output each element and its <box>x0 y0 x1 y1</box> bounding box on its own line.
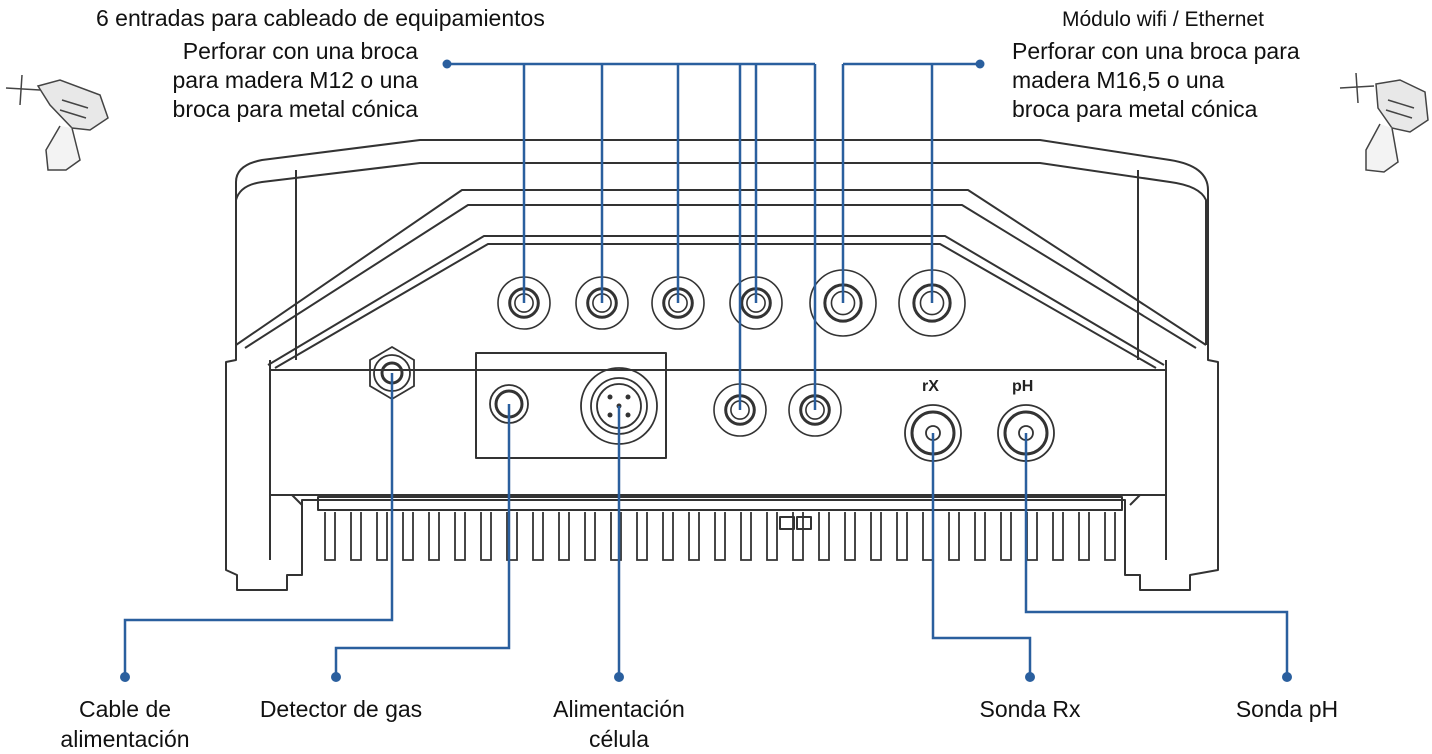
heatsink-fin <box>818 512 830 561</box>
port-tag-ph: pH <box>1012 378 1034 395</box>
heatsink-fin <box>688 512 700 561</box>
label-rx-probe: Sonda Rx <box>979 696 1081 722</box>
heatsink-fin <box>922 512 934 561</box>
port-tag-rx: rX <box>922 378 939 395</box>
heatsink-fin <box>480 512 492 561</box>
top-panel-inner <box>267 235 1165 366</box>
heatsink-fin <box>1104 512 1116 561</box>
heatsink-fin <box>1078 512 1090 561</box>
heatsink-fin <box>610 512 622 561</box>
label-equipment-entries: 6 entradas para cableado de equipamiento… <box>96 5 545 31</box>
leader-ph-probe <box>1024 433 1289 676</box>
cover-seam <box>235 162 1207 345</box>
label-cell-power-2: célula <box>588 726 650 752</box>
top-panel-outer <box>235 189 1207 346</box>
label-left-drill-1: Perforar con una broca <box>182 38 418 64</box>
heatsink-fin <box>1000 512 1012 561</box>
heatsink-fin <box>350 512 362 561</box>
heatsink-fin <box>1026 512 1038 561</box>
heatsink-fin <box>584 512 596 561</box>
heatsink-fin <box>714 512 726 561</box>
label-power-cable-1: Cable de <box>78 696 172 722</box>
heatsink-fin <box>662 512 674 561</box>
label-right-drill-3: broca para metal cónica <box>1012 96 1258 122</box>
label-left-drill-3: broca para metal cónica <box>172 96 418 122</box>
heatsink-fin <box>948 512 960 561</box>
heatsink-fins <box>324 512 1116 561</box>
label-ph-probe: Sonda pH <box>1235 696 1339 722</box>
label-left-drill-2: para madera M12 o una <box>172 67 419 93</box>
label-cell-power-1: Alimentación <box>553 696 685 722</box>
label-right-drill-1: Perforar con una broca para <box>1012 38 1300 64</box>
heatsink-fin <box>766 512 778 561</box>
heatsink-fin <box>376 512 388 561</box>
label-wifi-module: Módulo wifi / Ethernet <box>1062 8 1264 31</box>
leader-lines <box>123 62 1289 676</box>
connector-panel <box>475 352 667 459</box>
heatsink-fin <box>1052 512 1064 561</box>
heatsink-fin <box>870 512 882 561</box>
heatsink-fin <box>558 512 570 561</box>
leader-rx-probe <box>931 433 1032 676</box>
label-right-drill-2: madera M16,5 o una <box>1012 67 1225 93</box>
bottom-plate <box>269 369 1167 496</box>
heatsink-fin <box>974 512 986 561</box>
heatsink-fin <box>636 512 648 561</box>
heatsink-fin <box>792 512 804 561</box>
heatsink-fin <box>324 512 336 561</box>
heatsink-fin <box>740 512 752 561</box>
heatsink-fin <box>402 512 414 561</box>
leader-power-cable <box>123 373 394 676</box>
drill-icon-left <box>5 74 109 171</box>
leader-gas-detector <box>334 404 511 676</box>
heatsink-fin <box>428 512 440 561</box>
label-power-cable-2: alimentación <box>60 726 190 752</box>
device-body <box>225 139 1219 591</box>
drill-icon-right <box>1339 72 1429 173</box>
heatsink-fin <box>896 512 908 561</box>
heatsink-fin <box>506 512 518 561</box>
label-gas-detector: Detector de gas <box>259 696 423 722</box>
heatsink-fin <box>454 512 466 561</box>
heatsink-fin <box>532 512 544 561</box>
heatsink-fin <box>844 512 856 561</box>
